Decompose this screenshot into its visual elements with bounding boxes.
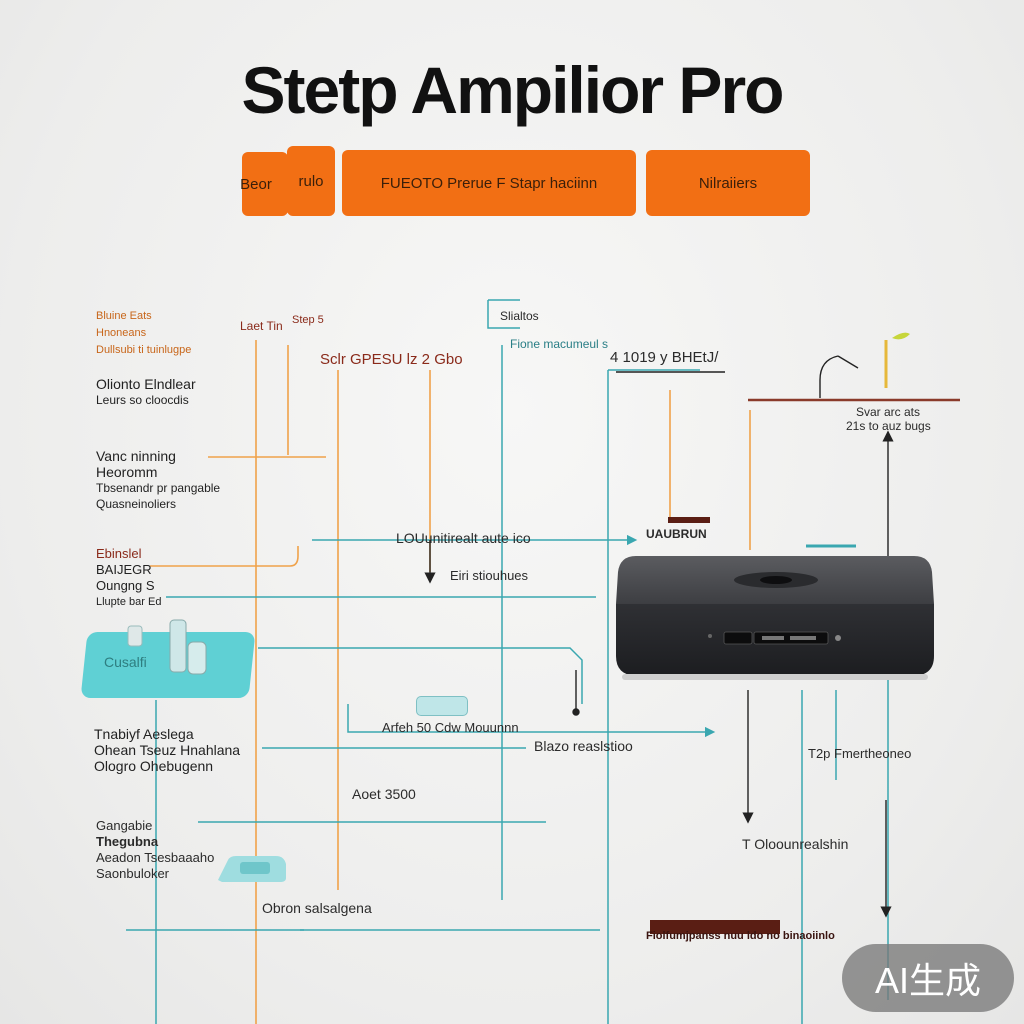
label-line: Ologro Ohebugenn bbox=[94, 758, 214, 774]
tab-label: rulo bbox=[298, 172, 324, 190]
redacted-bar bbox=[650, 920, 780, 934]
label-line: Tbsenandr pr pangable bbox=[96, 481, 221, 495]
page-title: Stetp Ampilior Pro bbox=[241, 53, 785, 127]
label-blazo: Blazo reaslstioo bbox=[534, 738, 633, 754]
tab-beor[interactable]: Beor bbox=[240, 152, 288, 216]
ai-generated-badge: AI生成 bbox=[842, 944, 1014, 1012]
label-svarc: Svar arc ats bbox=[856, 405, 921, 419]
label-line: Thegubna bbox=[96, 834, 159, 849]
label-line: Olionto Elndlear bbox=[96, 376, 196, 392]
label-line: Saonbuloker bbox=[96, 866, 169, 881]
label-aoet: Aoet 3500 bbox=[352, 786, 416, 802]
label-line: Aeadon Tsesbaaaho bbox=[96, 850, 215, 865]
teal-lines bbox=[126, 299, 889, 1024]
label-line: Hnoneans bbox=[96, 327, 147, 339]
label-line: Gangabie bbox=[96, 818, 153, 833]
label-gbo: Sclr GPESU lz 2 Gbo bbox=[320, 351, 463, 368]
amplifier-device bbox=[616, 556, 934, 680]
label-last: Laet Tin bbox=[240, 319, 283, 333]
label-line: Dullsubi ti tuinlugpe bbox=[96, 344, 192, 356]
small-module bbox=[218, 856, 286, 882]
label-line: BAIJEGR bbox=[96, 562, 152, 577]
label-line: Ohean Tseuz Hnahlana bbox=[94, 742, 241, 758]
label-line: Heoromm bbox=[96, 464, 158, 480]
tab-main[interactable]: FUEOTO Prerue F Stapr haciinn bbox=[342, 150, 636, 216]
tab-label: FUEOTO Prerue F Stapr haciinn bbox=[380, 174, 598, 192]
module-label: Cusalfi bbox=[104, 654, 147, 670]
label-group-5: Gangabie Thegubna Aeadon Tsesbaaaho Saon… bbox=[96, 818, 214, 882]
label-fold: Fiolfumjpanss nuu ldo no binaoiinlo bbox=[646, 930, 835, 942]
label-group-2: Vanc ninning Heoromm Tbsenandr pr pangab… bbox=[96, 448, 220, 512]
label-bugs: 21s to auz bugs bbox=[846, 419, 931, 433]
connector-icon bbox=[127, 619, 207, 675]
label-line: Leurs so cloocdis bbox=[96, 393, 189, 407]
label-oloun: T Oloounrealshin bbox=[742, 836, 849, 852]
label-sliaitos: Slialtos bbox=[500, 309, 539, 323]
label-uwrun: UAUBRUN bbox=[646, 527, 707, 541]
label-line: Bluine Eats bbox=[96, 310, 152, 322]
label-line: Vanc ninning bbox=[96, 448, 176, 464]
tab-label: Beor bbox=[240, 175, 272, 193]
tab-rulo[interactable]: rulo bbox=[287, 146, 335, 216]
label-tbarn: T2p Fmertheoneo bbox=[808, 746, 912, 761]
label-group-1-bottom: Olionto Elndlear Leurs so cloocdis bbox=[96, 376, 196, 408]
label-line: Quasneinoliers bbox=[96, 497, 177, 511]
sensor-leaf bbox=[892, 332, 910, 340]
label-obron: Obron salsalgena bbox=[262, 900, 372, 916]
label-group-3: Ebinslel BAIJEGR Oungng S Llupte bar Ed bbox=[96, 546, 161, 610]
label-eiri: Eiri stiouhues bbox=[450, 568, 529, 583]
label-arfeh: Arfeh 50 Cdw Mouunnn bbox=[382, 720, 519, 735]
label-lodu: LOUunitirealt aute ico bbox=[396, 530, 531, 546]
small-connector bbox=[416, 696, 468, 716]
tab-nilraiiers[interactable]: Nilraiiers bbox=[646, 150, 810, 216]
label-line: Oungng S bbox=[96, 578, 155, 593]
label-line: Llupte bar Ed bbox=[96, 596, 162, 608]
label-group-4: Tnabiyf Aeslega Ohean Tseuz Hnahlana Olo… bbox=[94, 726, 240, 774]
label-hmod: 4 1019 y BHEtJ/ bbox=[610, 349, 719, 366]
label-line: Tnabiyf Aeslega bbox=[94, 726, 194, 742]
tab-label: Nilraiiers bbox=[698, 174, 758, 192]
label-line: Ebinslel bbox=[96, 546, 142, 561]
label-step: Step 5 bbox=[292, 314, 324, 326]
label-fione: Fione macumeul s bbox=[510, 337, 609, 351]
orange-lines bbox=[150, 340, 751, 1024]
label-group-1-top: Bluine Eats Hnoneans Dullsubi ti tuinlug… bbox=[96, 308, 191, 359]
redacted-bar-small bbox=[668, 517, 710, 523]
